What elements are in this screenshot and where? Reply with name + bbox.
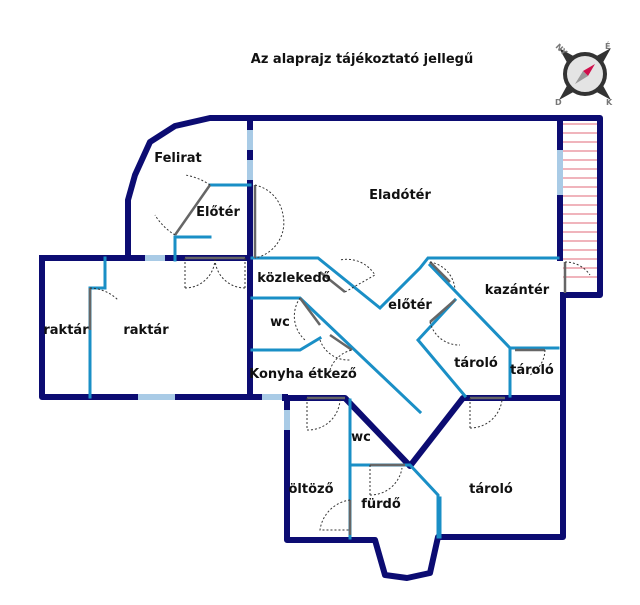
room-taroló-lower: tároló bbox=[469, 482, 513, 497]
room-labels: Felirat Előtér Eladótér közlekedő előtér… bbox=[43, 151, 554, 512]
room-oltozo: öltöző bbox=[288, 482, 333, 497]
room-felirat: Felirat bbox=[154, 151, 201, 166]
room-eloter: előtér bbox=[388, 298, 432, 313]
compass-needle-north bbox=[583, 64, 595, 76]
room-raktar-small: raktár bbox=[43, 323, 89, 338]
room-konyha-etkezo: Konyha étkező bbox=[249, 367, 357, 382]
compass-icon: NY É D K bbox=[554, 40, 613, 107]
room-eladoter: Eladótér bbox=[369, 188, 431, 203]
plan-title: Az alaprajz tájékoztató jellegű bbox=[251, 52, 473, 67]
room-kozlekedo: közlekedő bbox=[257, 271, 330, 286]
room-kazanter: kazántér bbox=[485, 283, 550, 298]
compass-sw-label: D bbox=[555, 98, 562, 107]
room-wc-lower: wc bbox=[351, 430, 371, 445]
staircase bbox=[562, 116, 600, 286]
room-furdo: fürdő bbox=[361, 497, 401, 512]
doors bbox=[88, 174, 591, 535]
room-wc: wc bbox=[270, 315, 290, 330]
room-taroló-small: tároló bbox=[510, 363, 554, 378]
compass-ne-label: É bbox=[605, 40, 610, 51]
windows bbox=[138, 130, 563, 430]
room-raktar: raktár bbox=[123, 323, 169, 338]
compass-se-label: K bbox=[606, 98, 613, 107]
room-eloter-entrance: Előtér bbox=[196, 205, 240, 220]
room-taroló: tároló bbox=[454, 356, 498, 371]
